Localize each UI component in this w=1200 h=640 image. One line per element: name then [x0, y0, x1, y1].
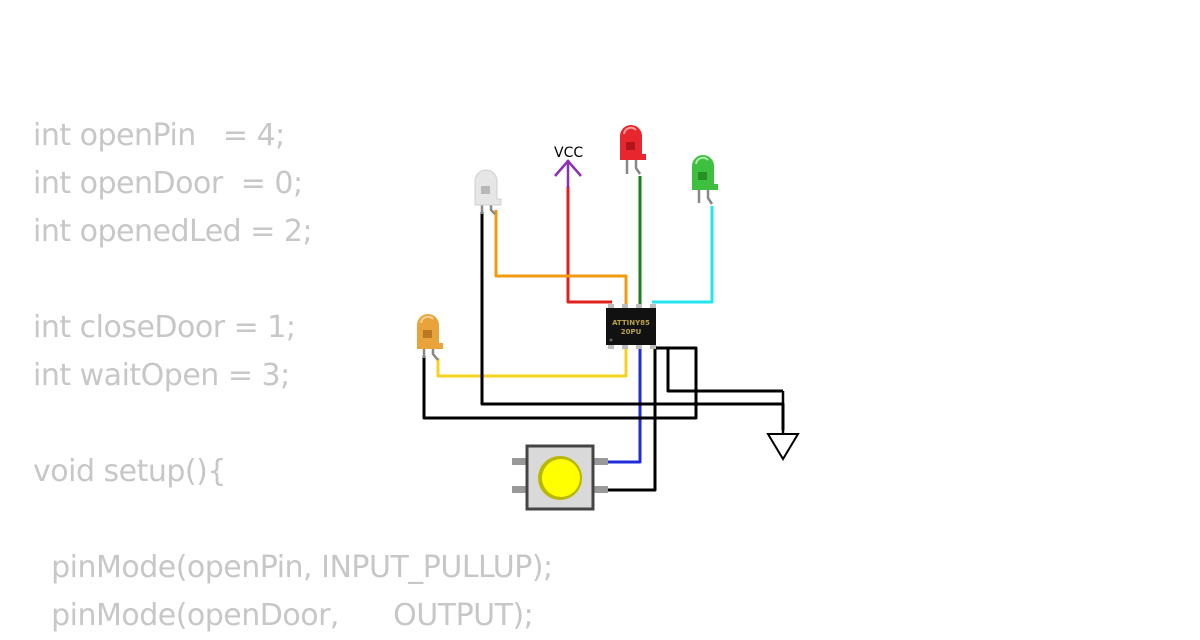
- led-orange-icon: [417, 314, 443, 361]
- code-line: int openPin = 4;: [33, 118, 285, 153]
- wire-black-button: [608, 346, 657, 492]
- wire-black-orange-led: [422, 346, 698, 420]
- led-white-icon: [474, 169, 502, 215]
- vcc-arrow-icon: [554, 159, 582, 188]
- code-line: int closeDoor = 1;: [33, 310, 296, 345]
- wire-black-gnd: [656, 346, 783, 393]
- led-green-icon: [692, 155, 718, 205]
- code-line: pinMode(openPin, INPUT_PULLUP);: [33, 550, 553, 585]
- code-line: int waitOpen = 3;: [33, 358, 290, 393]
- pushbutton-icon[interactable]: [512, 444, 608, 511]
- attiny85-chip-icon: ATTINY85 20PU: [606, 304, 656, 349]
- chip-label-line2: 20PU: [621, 328, 642, 336]
- code-line: void setup(){: [33, 454, 226, 489]
- chip-label-line1: ATTINY85: [612, 319, 650, 327]
- led-red-icon: [620, 125, 646, 175]
- wire-blue: [608, 346, 642, 464]
- code-line: int openDoor = 0;: [33, 166, 303, 201]
- wire-yellow: [436, 346, 628, 378]
- code-line: pinMode(openDoor, OUTPUT);: [33, 598, 534, 633]
- wires: [422, 176, 785, 492]
- wire-vcc-red: [566, 186, 612, 304]
- vcc-label: VCC: [554, 145, 583, 161]
- code-listing: int openPin = 4; int openDoor = 0; int o…: [33, 112, 553, 640]
- wire-orange: [494, 210, 628, 306]
- ground-icon: [766, 391, 800, 461]
- code-line: int openedLed = 2;: [33, 214, 313, 249]
- wire-cyan: [652, 206, 714, 304]
